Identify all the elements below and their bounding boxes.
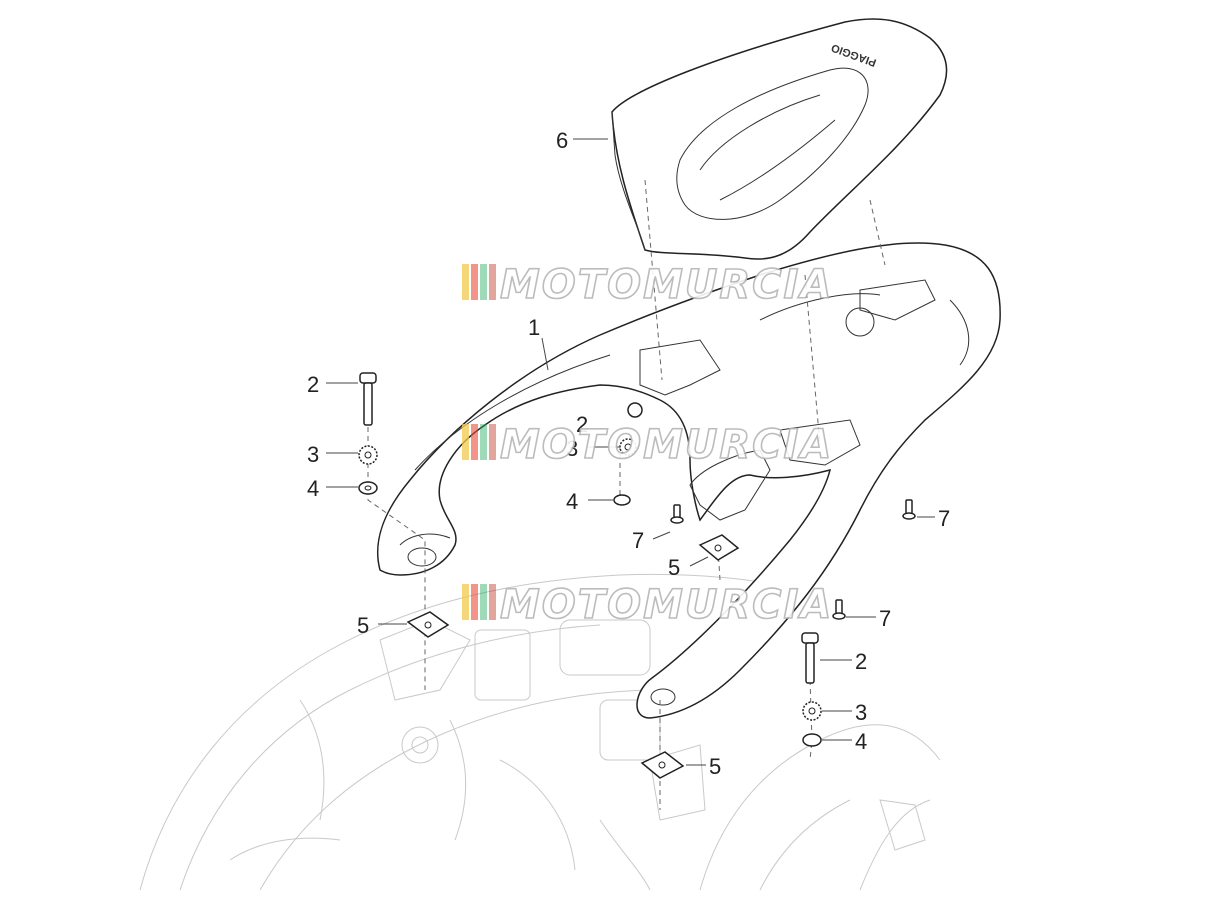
callout-4: 4 bbox=[307, 476, 319, 501]
screw-icon bbox=[902, 499, 916, 520]
callout-5: 5 bbox=[709, 754, 721, 779]
seat-pad: PIAGGIO bbox=[611, 18, 948, 260]
callout-5: 5 bbox=[668, 555, 680, 580]
callout-7: 7 bbox=[879, 606, 891, 631]
speed-nut-clip-icon bbox=[406, 611, 450, 638]
watermark-text: MOTOMURCIA bbox=[500, 582, 833, 628]
watermark-1: MOTOMURCIA bbox=[462, 261, 833, 309]
speed-nut-clip-icon bbox=[698, 534, 740, 561]
callout-2: 2 bbox=[307, 372, 319, 397]
callout-2: 2 bbox=[576, 412, 588, 437]
bolt-icon bbox=[627, 402, 643, 418]
callout-5: 5 bbox=[357, 613, 369, 638]
callout-4: 4 bbox=[566, 489, 578, 514]
callout-1: 1 bbox=[528, 315, 540, 340]
callout-4: 4 bbox=[855, 729, 867, 754]
flat-washer-icon bbox=[802, 733, 822, 747]
lock-washer-icon bbox=[619, 438, 637, 456]
callout-7: 7 bbox=[938, 506, 950, 531]
screw-icon bbox=[670, 504, 684, 524]
watermark-2: MOTOMURCIA bbox=[462, 421, 833, 469]
speed-nut-clip-icon bbox=[640, 751, 685, 779]
lock-washer-icon bbox=[358, 445, 378, 465]
callout-3: 3 bbox=[307, 442, 319, 467]
watermark-text: MOTOMURCIA bbox=[500, 422, 833, 468]
callout-labels: 6 1 2 3 4 2 3 4 7 5 5 7 7 2 3 4 5 bbox=[307, 128, 950, 779]
watermark-text: MOTOMURCIA bbox=[500, 262, 833, 308]
callout-3: 3 bbox=[855, 700, 867, 725]
callout-7: 7 bbox=[632, 528, 644, 553]
rear-luggage-rack bbox=[376, 242, 1001, 719]
scooter-body-outline bbox=[139, 573, 941, 891]
callout-2: 2 bbox=[855, 649, 867, 674]
bolt-icon bbox=[359, 372, 377, 426]
flat-washer-icon bbox=[358, 481, 378, 495]
watermark-3: MOTOMURCIA bbox=[462, 581, 833, 629]
screw-icon bbox=[832, 599, 846, 620]
leader-lines bbox=[326, 138, 935, 766]
hardware bbox=[358, 372, 916, 779]
lock-washer-icon bbox=[802, 701, 822, 721]
callout-6: 6 bbox=[556, 128, 568, 153]
bolt-icon bbox=[801, 632, 819, 684]
callout-3: 3 bbox=[566, 436, 578, 461]
flat-washer-icon bbox=[613, 494, 631, 506]
